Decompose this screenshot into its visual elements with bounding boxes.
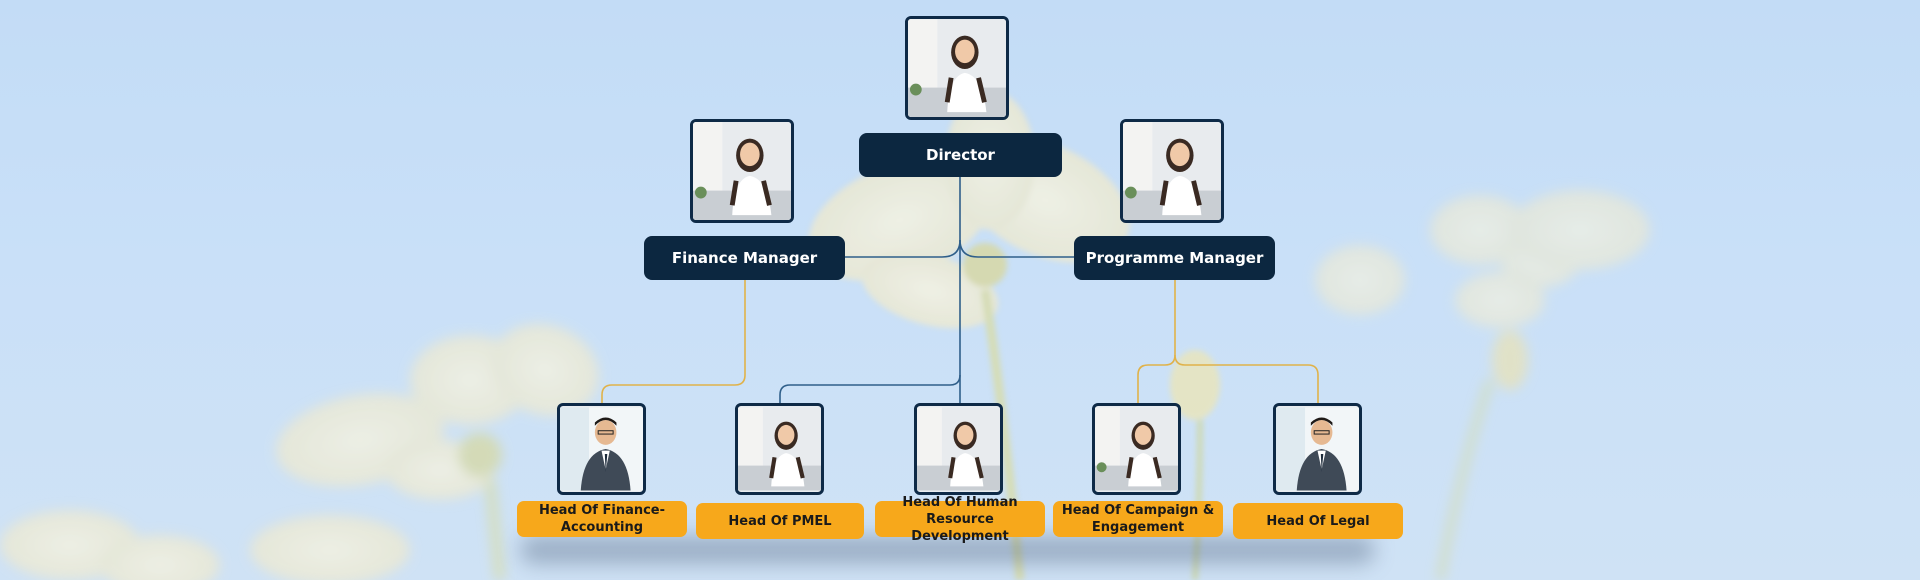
finance-manager-photo	[690, 119, 794, 223]
node-head-legal[interactable]: Head Of Legal	[1233, 503, 1403, 539]
connector-director-finance	[845, 177, 960, 257]
head-legal-photo	[1273, 403, 1362, 495]
female-avatar-icon	[1123, 122, 1221, 220]
node-director[interactable]: Director	[859, 133, 1062, 177]
connector-programme-legal	[1175, 355, 1318, 405]
director-photo	[905, 16, 1009, 120]
female-avatar-icon	[917, 406, 1000, 492]
male-avatar-icon	[560, 406, 643, 492]
head-hrd-photo	[914, 403, 1003, 495]
head-campaign-photo	[1092, 403, 1181, 495]
node-head-pmel[interactable]: Head Of PMEL	[696, 503, 864, 539]
node-head-finance[interactable]: Head Of Finance-Accounting	[517, 501, 687, 537]
connector-finance-headfinance	[602, 280, 745, 405]
female-avatar-icon	[738, 406, 821, 492]
node-head-campaign[interactable]: Head Of Campaign & Engagement	[1053, 501, 1223, 537]
female-avatar-icon	[1095, 406, 1178, 492]
head-finance-photo	[557, 403, 646, 495]
node-head-hrd[interactable]: Head Of Human Resource Development	[875, 501, 1045, 537]
male-avatar-icon	[1276, 406, 1359, 492]
female-avatar-icon	[908, 19, 1006, 117]
connector-programme-campaign	[1138, 280, 1175, 405]
head-pmel-photo	[735, 403, 824, 495]
node-finance-manager[interactable]: Finance Manager	[644, 236, 845, 280]
connector-director-programme	[960, 240, 1075, 257]
node-programme-manager[interactable]: Programme Manager	[1074, 236, 1275, 280]
female-avatar-icon	[693, 122, 791, 220]
programme-manager-photo	[1120, 119, 1224, 223]
